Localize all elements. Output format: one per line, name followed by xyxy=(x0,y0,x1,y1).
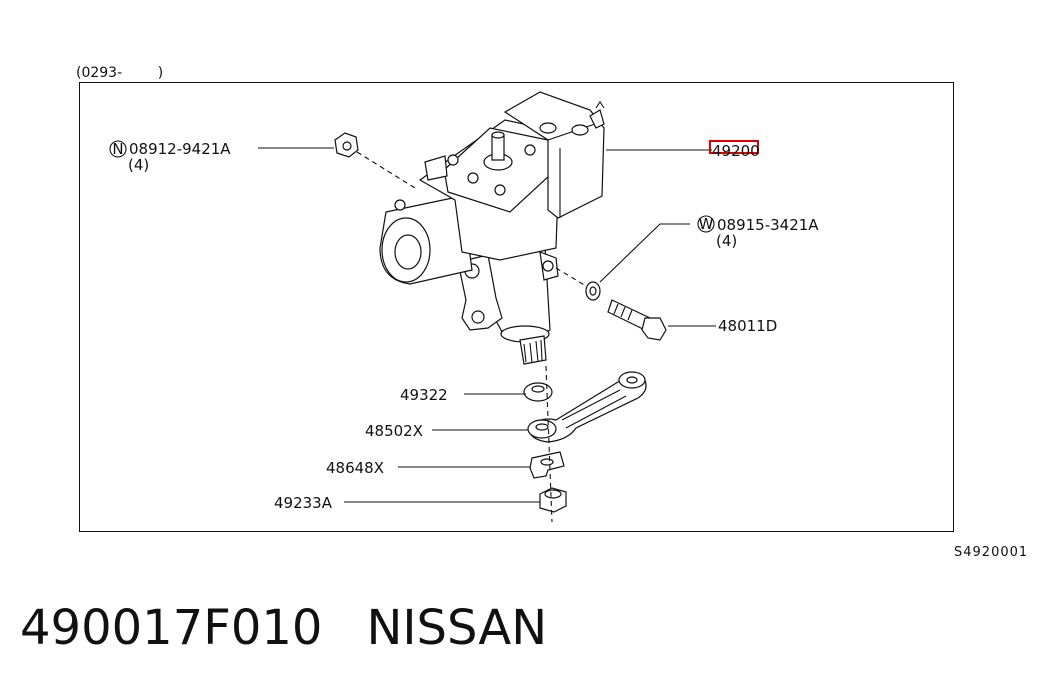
steering-gear-housing[interactable] xyxy=(379,91,605,365)
footer-part-number: 490017F010 xyxy=(20,600,323,656)
mounting-bolt-icon[interactable] xyxy=(607,299,667,341)
callout-gear[interactable]: 49200 xyxy=(709,140,760,160)
footer-title: 490017F010 NISSAN xyxy=(20,600,547,656)
part-08915-3421A: 08915-3421A xyxy=(717,216,819,234)
sector-shaft-nut-icon[interactable] xyxy=(539,487,567,513)
part-49200: 49200 xyxy=(712,142,760,160)
sector-shaft-seal-icon[interactable] xyxy=(523,382,553,402)
footer-brand: NISSAN xyxy=(366,600,548,656)
part-49233A[interactable]: 49233A xyxy=(274,494,333,512)
part-49322[interactable]: 49322 xyxy=(400,386,448,404)
production-range-label: (0293- ) xyxy=(76,65,164,81)
diagram-code: S4920001 xyxy=(954,545,1029,560)
mounting-nut-icon[interactable] xyxy=(334,132,359,158)
w-prefix: W xyxy=(699,215,714,233)
qty-nut: (4) xyxy=(128,156,149,174)
lock-washer-icon[interactable] xyxy=(529,451,565,479)
part-48502X[interactable]: 48502X xyxy=(365,422,423,440)
diagram-frame xyxy=(79,82,954,532)
w-prefix-circle xyxy=(697,215,715,233)
n-prefix: N xyxy=(112,140,123,158)
mounting-washer-icon[interactable] xyxy=(585,281,601,301)
highlight-box xyxy=(709,140,759,154)
n-prefix-circle xyxy=(109,140,127,158)
callout-w-washer[interactable]: W 08915-3421A (4) xyxy=(697,215,819,250)
part-48011D[interactable]: 48011D xyxy=(718,317,777,335)
part-48648X[interactable]: 48648X xyxy=(326,459,384,477)
qty-washer: (4) xyxy=(716,232,737,250)
leader-line-washer xyxy=(599,223,690,283)
pitman-arm-icon[interactable] xyxy=(527,371,647,443)
part-08912-9421A: 08912-9421A xyxy=(129,140,231,158)
callout-n-nut[interactable]: N 08912-9421A (4) xyxy=(109,140,231,174)
